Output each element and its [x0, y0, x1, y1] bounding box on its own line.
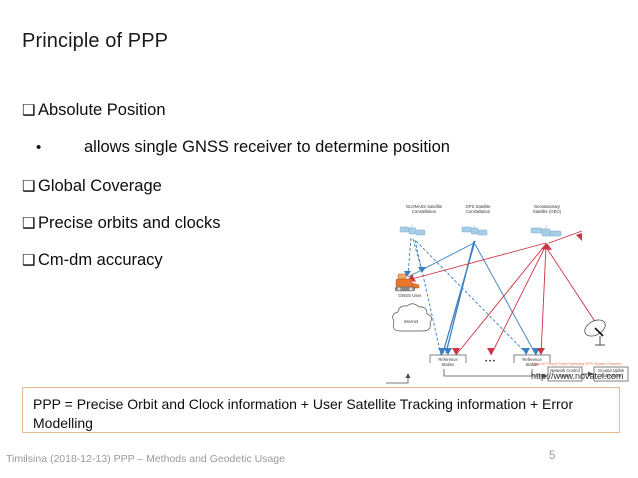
footer-text: Timilsina (2018-12-13) PPP – Methods and…: [6, 453, 285, 465]
list-item: ❑ Precise orbits and clocks: [22, 214, 422, 233]
reference-station-box-2: [513, 354, 551, 363]
ppp-definition-callout: PPP = Precise Orbit and Clock informatio…: [22, 387, 620, 433]
list-item-label: Precise orbits and clocks: [38, 213, 221, 232]
list-item: ❑ Global Coverage: [22, 177, 422, 196]
correction-arrowheads: [408, 233, 582, 355]
label-internet: Internet: [403, 319, 419, 324]
ground-network-links: [386, 366, 629, 384]
label-gnss-user: GNSS User: [398, 293, 422, 298]
label-gps-constellation: GPS Satellite Constellation: [465, 204, 491, 215]
list-item-label: Absolute Position: [38, 101, 166, 119]
gnss-user-vehicle-icon: [394, 273, 420, 292]
internet-cloud-icon: [392, 303, 432, 332]
ppp-diagram-svg: [392, 225, 606, 363]
ground-uplink-dish-icon: [584, 319, 606, 346]
ppp-definition-text: PPP = Precise Orbit and Clock informatio…: [33, 396, 574, 431]
label-glonass-constellation: GLONASS Satellite Constellation: [405, 204, 443, 215]
list-item-label: Cm-dm accuracy: [38, 250, 163, 269]
square-bullet-icon: ❑: [22, 102, 36, 119]
label-reference-station-1: Reference Station: [438, 357, 458, 368]
square-bullet-icon: ❑: [22, 214, 36, 232]
geostationary-satellite-icon: [530, 225, 562, 237]
list-item: ❑ Cm-dm accuracy: [22, 251, 422, 270]
label-ground-uplink-subsystem: Ground Uplink Subsystem: [597, 368, 625, 379]
bullet-list: ❑ Absolute Position • allows single GNSS…: [22, 101, 450, 288]
list-item: ❑ Absolute Position: [22, 101, 422, 120]
reference-station-box-1: [429, 354, 467, 363]
gnss-signal-rays: [407, 237, 537, 356]
label-network-control-center: Network Control Center: [550, 368, 580, 379]
list-item: • allows single GNSS receiver to determi…: [22, 138, 450, 157]
square-bullet-icon: ❑: [22, 251, 36, 269]
figure-caption: Figure 40 Precise Point Positioning (PPP…: [531, 362, 622, 366]
ppp-system-diagram: GLONASS Satellite Constellation GPS Sate…: [386, 203, 638, 386]
figure-source-url: http://www.novatel.com: [531, 371, 624, 381]
label-ellipsis: • • •: [485, 359, 495, 365]
gps-satellite-icon: [461, 225, 488, 236]
dot-bullet-icon: •: [36, 138, 42, 156]
label-reference-station-2: Reference Station: [522, 357, 542, 368]
list-item-label: Global Coverage: [38, 176, 162, 195]
label-geostationary-satellite: Geostationary Satellite (GEO): [532, 204, 562, 215]
correction-rays: [407, 230, 597, 356]
list-item-label: allows single GNSS receiver to determine…: [84, 137, 450, 156]
glonass-satellite-icon: [399, 225, 426, 236]
page-title: Principle of PPP: [22, 30, 169, 52]
square-bullet-icon: ❑: [22, 177, 36, 195]
page-number: 5: [549, 450, 556, 462]
